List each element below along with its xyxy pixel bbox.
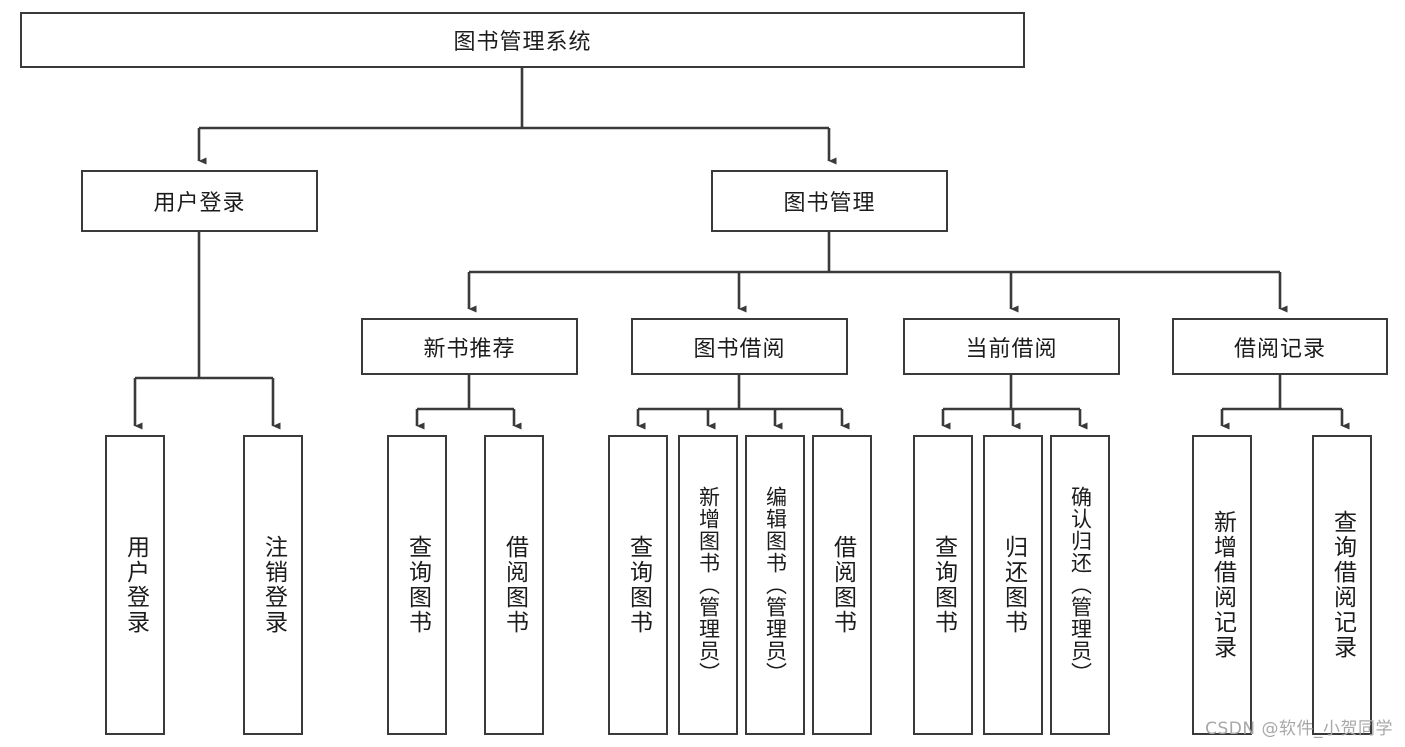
node-label: 新增借阅记录 [1209, 510, 1236, 660]
branch-node[interactable]: 借阅记录 [1172, 318, 1388, 375]
node-label: 查询图书 [625, 535, 652, 635]
node-label: 图书管理 [783, 191, 876, 216]
node-label: 新书推荐 [423, 336, 516, 362]
node-label: 用户登录 [122, 535, 149, 635]
node-label: 图书借阅 [693, 336, 786, 362]
leaf-node[interactable]: 新增图书（管理员） [678, 435, 738, 735]
leaf-node[interactable]: 确认归还（管理员） [1050, 435, 1110, 735]
node-label: 当前借阅 [965, 336, 1058, 362]
node-label: 用户登录 [153, 191, 246, 216]
branch-node[interactable]: 图书借阅 [631, 318, 848, 375]
leaf-node[interactable]: 归还图书 [983, 435, 1043, 735]
branch-node[interactable]: 图书管理 [711, 170, 948, 232]
branch-node[interactable]: 用户登录 [81, 170, 318, 232]
node-label: 注销登录 [260, 535, 287, 635]
leaf-node[interactable]: 新增借阅记录 [1192, 435, 1252, 735]
leaf-node[interactable]: 编辑图书（管理员） [745, 435, 805, 735]
node-label: 借阅图书 [829, 535, 856, 635]
leaf-node[interactable]: 查询图书 [913, 435, 973, 735]
leaf-node[interactable]: 注销登录 [243, 435, 303, 735]
node-label: 新增图书（管理员） [696, 486, 721, 684]
node-label: 查询图书 [930, 535, 957, 635]
node-label: 借阅图书 [501, 535, 528, 635]
node-label: 归还图书 [1000, 535, 1027, 635]
node-label: 图书管理系统 [453, 30, 592, 55]
node-label: 编辑图书（管理员） [763, 486, 788, 684]
watermark-label: CSDN @软件_小贺同学 [1205, 719, 1393, 739]
node-label: 确认归还（管理员） [1068, 486, 1093, 684]
branch-node[interactable]: 当前借阅 [903, 318, 1120, 375]
root-node[interactable]: 图书管理系统 [20, 12, 1025, 68]
node-label: 查询借阅记录 [1329, 510, 1356, 660]
leaf-node[interactable]: 借阅图书 [812, 435, 872, 735]
leaf-node[interactable]: 借阅图书 [484, 435, 544, 735]
node-label: 借阅记录 [1233, 336, 1326, 362]
node-label: 查询图书 [404, 535, 431, 635]
leaf-node[interactable]: 查询图书 [608, 435, 668, 735]
leaf-node[interactable]: 查询借阅记录 [1312, 435, 1372, 735]
leaf-node[interactable]: 查询图书 [387, 435, 447, 735]
leaf-node[interactable]: 用户登录 [105, 435, 165, 735]
branch-node[interactable]: 新书推荐 [361, 318, 578, 375]
